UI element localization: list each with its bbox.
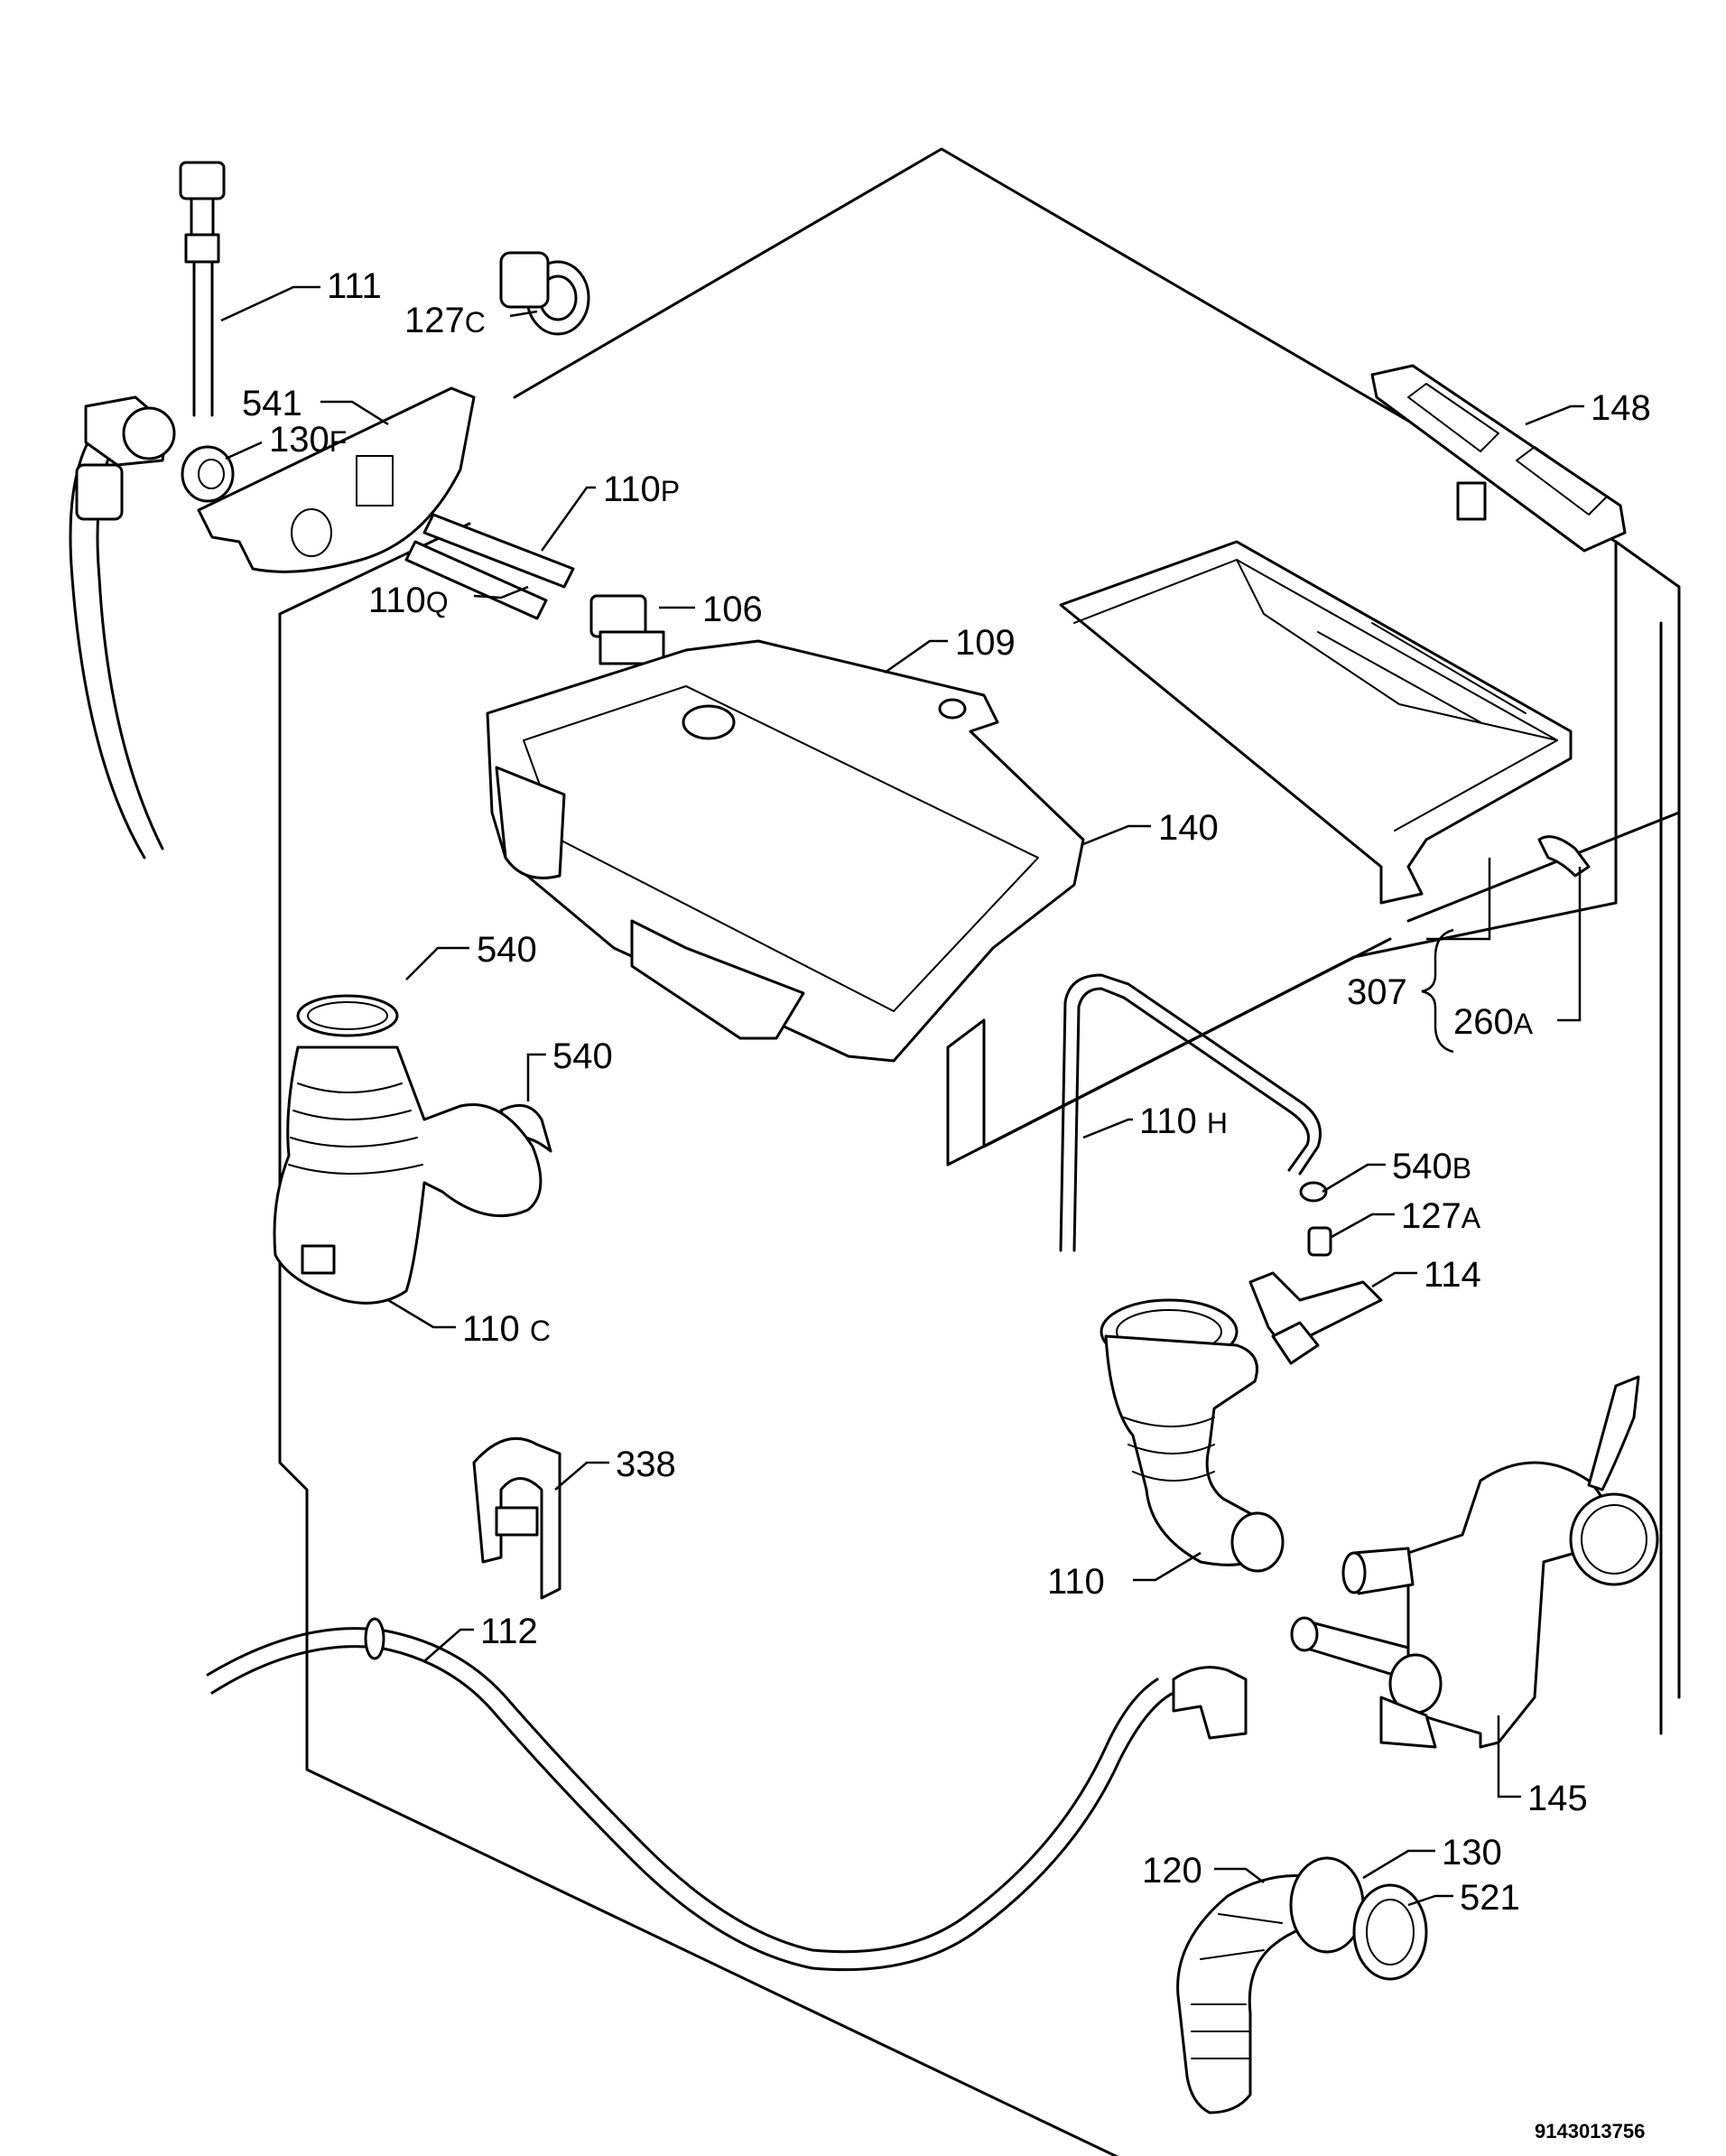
- part-130f-grommet: [181, 445, 235, 503]
- label-110c: 110 C: [462, 1309, 551, 1349]
- part-260a-siphon: [1537, 835, 1591, 878]
- label-110p: 110P: [603, 469, 680, 509]
- part-120-130-521-filter: [1176, 1856, 1428, 2114]
- label-109: 109: [955, 623, 1016, 663]
- part-112-drain-hose: [206, 1617, 1248, 1972]
- part-110c-bellow: [273, 1045, 543, 1305]
- label-110q: 110Q: [368, 581, 449, 620]
- label-111: 111: [327, 266, 382, 306]
- label-110: 110: [1047, 1562, 1105, 1602]
- part-111-inlet-hose: [69, 161, 226, 860]
- label-110h: 110 H: [1139, 1101, 1228, 1141]
- label-112: 112: [480, 1612, 538, 1651]
- part-110p-110q-hoses: [404, 513, 575, 620]
- brace-307: [1421, 928, 1454, 1054]
- part-540b-127a-114: [1248, 1181, 1383, 1365]
- part-110-sump-hose: [1100, 1298, 1285, 1573]
- part-148-cap: [1370, 364, 1627, 553]
- label-540-top: 540: [477, 930, 537, 970]
- part-145-pump: [1290, 1375, 1659, 1749]
- label-127c: 127C: [404, 301, 486, 340]
- label-127a: 127A: [1401, 1196, 1481, 1236]
- label-260a: 260A: [1453, 1002, 1534, 1042]
- part-127c-valve: [499, 251, 590, 336]
- label-540b: 540B: [1392, 1147, 1471, 1186]
- label-148: 148: [1591, 388, 1651, 428]
- part-540-clamps: [296, 994, 552, 1153]
- label-130: 130: [1442, 1833, 1502, 1873]
- label-307: 307: [1347, 972, 1407, 1012]
- part-307-drawer: [1059, 540, 1573, 905]
- label-541: 541: [242, 384, 302, 423]
- document-number: 9143013756: [1535, 2120, 1645, 2142]
- part-106-suppressor: [589, 594, 665, 665]
- part-110h-hose: [1059, 973, 1322, 1252]
- part-338-clip: [472, 1436, 561, 1600]
- label-540-mid: 540: [552, 1036, 613, 1076]
- part-labels: 111 127C 541 130F 110P 110Q 106 109 148 …: [242, 266, 1651, 1918]
- label-145: 145: [1527, 1779, 1588, 1818]
- label-114: 114: [1424, 1255, 1481, 1295]
- label-140: 140: [1158, 808, 1219, 848]
- label-338: 338: [616, 1445, 676, 1484]
- part-109-140-dispenser-housing: [486, 639, 1085, 1063]
- label-130f: 130F: [269, 420, 347, 460]
- leader-lines: [220, 285, 1584, 1907]
- part-541-bracket: [197, 386, 476, 573]
- label-120: 120: [1142, 1851, 1202, 1891]
- label-106: 106: [702, 590, 763, 629]
- label-521: 521: [1460, 1878, 1520, 1918]
